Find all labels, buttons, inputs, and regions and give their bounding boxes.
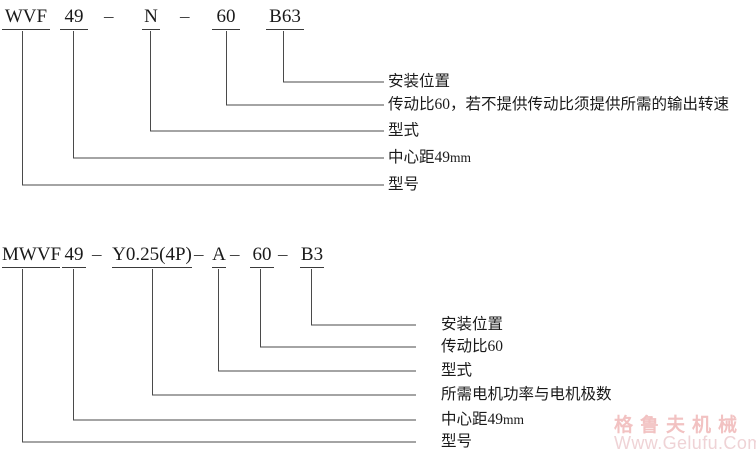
code-segment-wvf-3: 60 — [212, 5, 240, 30]
code-segment-mwvf-5: B3 — [300, 243, 324, 268]
label-mwvf-2: 型式 — [441, 362, 473, 379]
code-segment-wvf-1: 49 — [60, 5, 88, 30]
code-segment-mwvf-2: Y0.25(4P) — [112, 243, 192, 268]
label-mwvf-1: 传动比60 — [441, 338, 504, 355]
label-mwvf-4-text: 中心距49 — [441, 411, 504, 428]
code-dash-wvf-1: – — [180, 6, 190, 27]
label-wvf-3: 中心距49mm — [388, 149, 471, 166]
label-wvf-2: 型式 — [388, 122, 420, 139]
code-segment-wvf-2: N — [142, 5, 160, 30]
label-wvf-3-text: 中心距49 — [388, 149, 451, 166]
label-mwvf-4: 中心距49mm — [441, 411, 524, 428]
code-segment-mwvf-3: A — [212, 243, 226, 268]
label-mwvf-0: 安装位置 — [441, 316, 504, 333]
code-segment-wvf-0: WVF — [2, 5, 50, 30]
code-segment-mwvf-1: 49 — [62, 243, 86, 268]
code-segment-mwvf-0: MWVF — [2, 243, 61, 268]
code-dash-mwvf-2: – — [230, 244, 240, 265]
code-dash-wvf-0: – — [104, 6, 114, 27]
label-wvf-3-unit: mm — [450, 150, 472, 165]
label-mwvf-3: 所需电机功率与电机极数 — [441, 386, 612, 403]
code-row-wvf: WVF 49 – N – 60 B63 — [0, 5, 400, 35]
label-mwvf-5: 型号 — [441, 433, 473, 450]
code-segment-wvf-4: B63 — [266, 5, 304, 30]
code-dash-mwvf-0: – — [92, 244, 102, 265]
watermark-url: Www.Gelufu.Com — [614, 433, 756, 453]
label-wvf-1: 传动比60，若不提供传动比须提供所需的输出转速 — [388, 96, 730, 113]
label-wvf-4: 型号 — [388, 176, 420, 193]
watermark-chinese: 格鲁夫机械 — [614, 414, 745, 436]
watermark: 格鲁夫机械 Www.Gelufu.Com — [614, 410, 756, 455]
label-wvf-0: 安装位置 — [388, 73, 451, 90]
code-dash-mwvf-3: – — [278, 244, 288, 265]
code-row-mwvf: MWVF 49 – Y0.25(4P) – A – 60 – B3 — [0, 243, 400, 273]
code-segment-mwvf-4: 60 — [250, 243, 274, 268]
label-mwvf-4-unit: mm — [503, 412, 525, 427]
code-dash-mwvf-1: – — [194, 244, 204, 265]
